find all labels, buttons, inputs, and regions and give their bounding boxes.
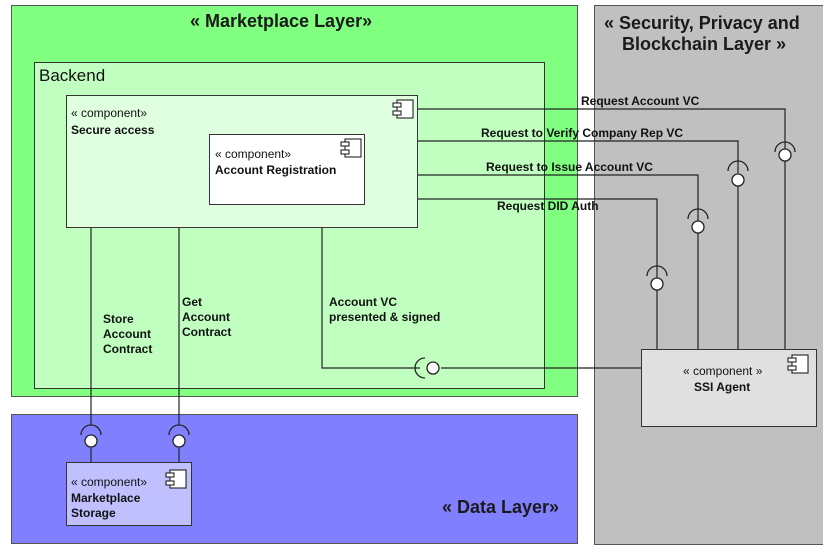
ball-icon	[650, 277, 664, 291]
label-store-account-contract-line2: Account	[103, 327, 151, 341]
account-registration-component[interactable]: « component» Account Registration	[209, 134, 365, 205]
label-request-verify-company-rep-vc: Request to Verify Company Rep VC	[481, 126, 684, 140]
label-store-account-contract-line3: Contract	[103, 342, 153, 356]
component-icon	[787, 354, 809, 374]
socket-icon	[168, 424, 190, 436]
component-icon	[340, 138, 362, 158]
marketplace-storage-name-line1: Marketplace	[71, 491, 141, 505]
marketplace-storage-stereotype: « component»	[71, 475, 148, 489]
marketplace-layer-title: « Marketplace Layer»	[190, 11, 373, 31]
wire-request-account-vc	[418, 108, 786, 155]
label-get-account-contract-line2: Account	[182, 310, 230, 324]
ball-icon	[778, 148, 792, 162]
label-request-account-vc: Request Account VC	[581, 94, 700, 108]
account-registration-stereotype: « component»	[215, 147, 292, 161]
wire-request-issue-account-vc	[418, 174, 699, 221]
label-get-account-contract-line3: Contract	[182, 325, 232, 339]
label-get-account-contract-line1: Get	[182, 295, 203, 309]
security-layer-title-line1: « Security, Privacy and	[604, 13, 800, 33]
ball-icon	[84, 434, 98, 448]
label-request-issue-account-vc: Request to Issue Account VC	[486, 160, 653, 174]
secure-access-stereotype: « component»	[71, 106, 148, 120]
secure-access-name: Secure access	[71, 123, 155, 137]
socket-icon	[646, 265, 668, 277]
socket-icon	[414, 357, 426, 379]
data-layer-title: « Data Layer»	[442, 497, 560, 517]
component-icon	[165, 469, 187, 489]
backend-title: Backend	[39, 66, 106, 85]
ssi-agent-stereotype: « component »	[683, 364, 763, 378]
ball-icon	[426, 361, 440, 375]
wire-account-vc-presented	[321, 228, 420, 369]
label-account-vc-presented-line2: presented & signed	[329, 310, 441, 324]
ball-icon	[691, 220, 705, 234]
ball-icon	[172, 434, 186, 448]
wire-request-verify-company-rep-vc	[418, 140, 739, 173]
ssi-agent-name: SSI Agent	[694, 380, 751, 394]
ball-icon	[731, 173, 745, 187]
label-store-account-contract-line1: Store	[103, 312, 134, 326]
component-icon	[392, 99, 414, 119]
label-account-vc-presented-line1: Account VC	[329, 295, 398, 309]
label-request-did-auth: Request DID Auth	[497, 199, 599, 213]
socket-icon	[80, 424, 102, 436]
account-registration-name: Account Registration	[215, 163, 337, 177]
socket-icon	[727, 160, 749, 172]
security-layer-title-line2: Blockchain Layer »	[622, 34, 787, 54]
marketplace-storage-name-line2: Storage	[71, 506, 116, 520]
wire-request-did-auth	[418, 198, 658, 278]
socket-icon	[687, 208, 709, 220]
socket-icon	[774, 141, 796, 153]
